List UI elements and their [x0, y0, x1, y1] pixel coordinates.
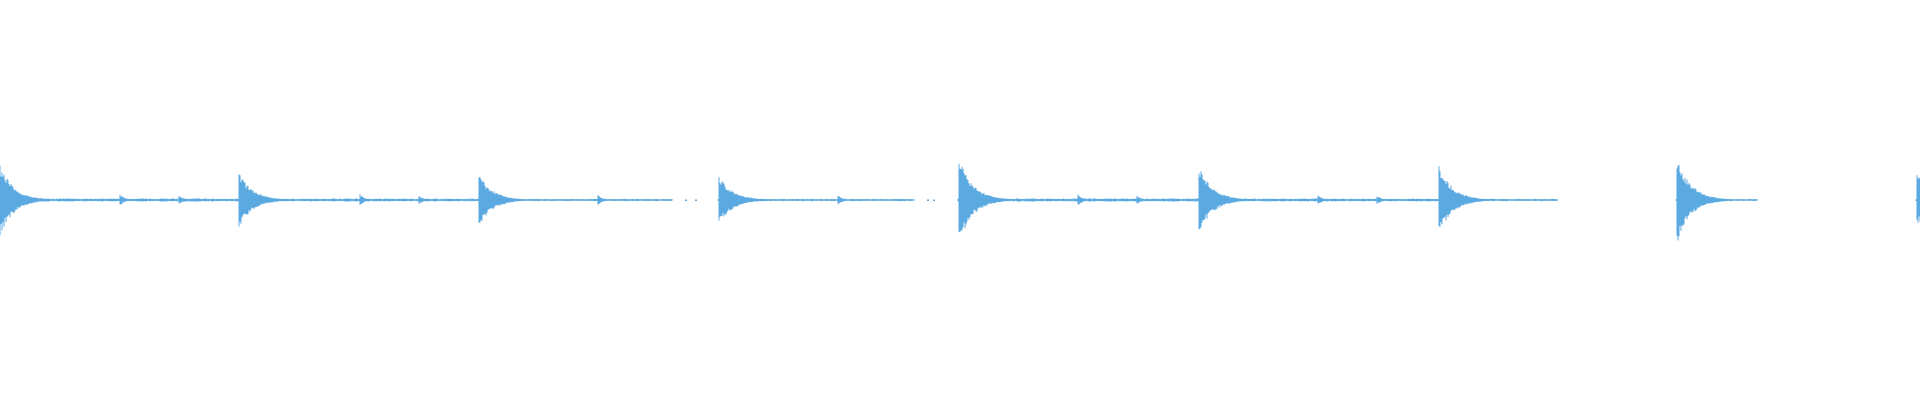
waveform-trace: [0, 163, 1920, 241]
waveform-dot: [933, 199, 935, 201]
waveform-segment: [717, 177, 915, 221]
waveform-segment: [1675, 164, 1758, 241]
waveform-dot: [685, 199, 687, 201]
waveform-segment: [957, 163, 1199, 232]
waveform-dot: [927, 199, 929, 201]
waveform-segment: [1437, 166, 1558, 227]
waveform-segment: [0, 165, 239, 236]
waveform-segment: [1915, 175, 1920, 223]
waveform-dot: [695, 199, 697, 201]
